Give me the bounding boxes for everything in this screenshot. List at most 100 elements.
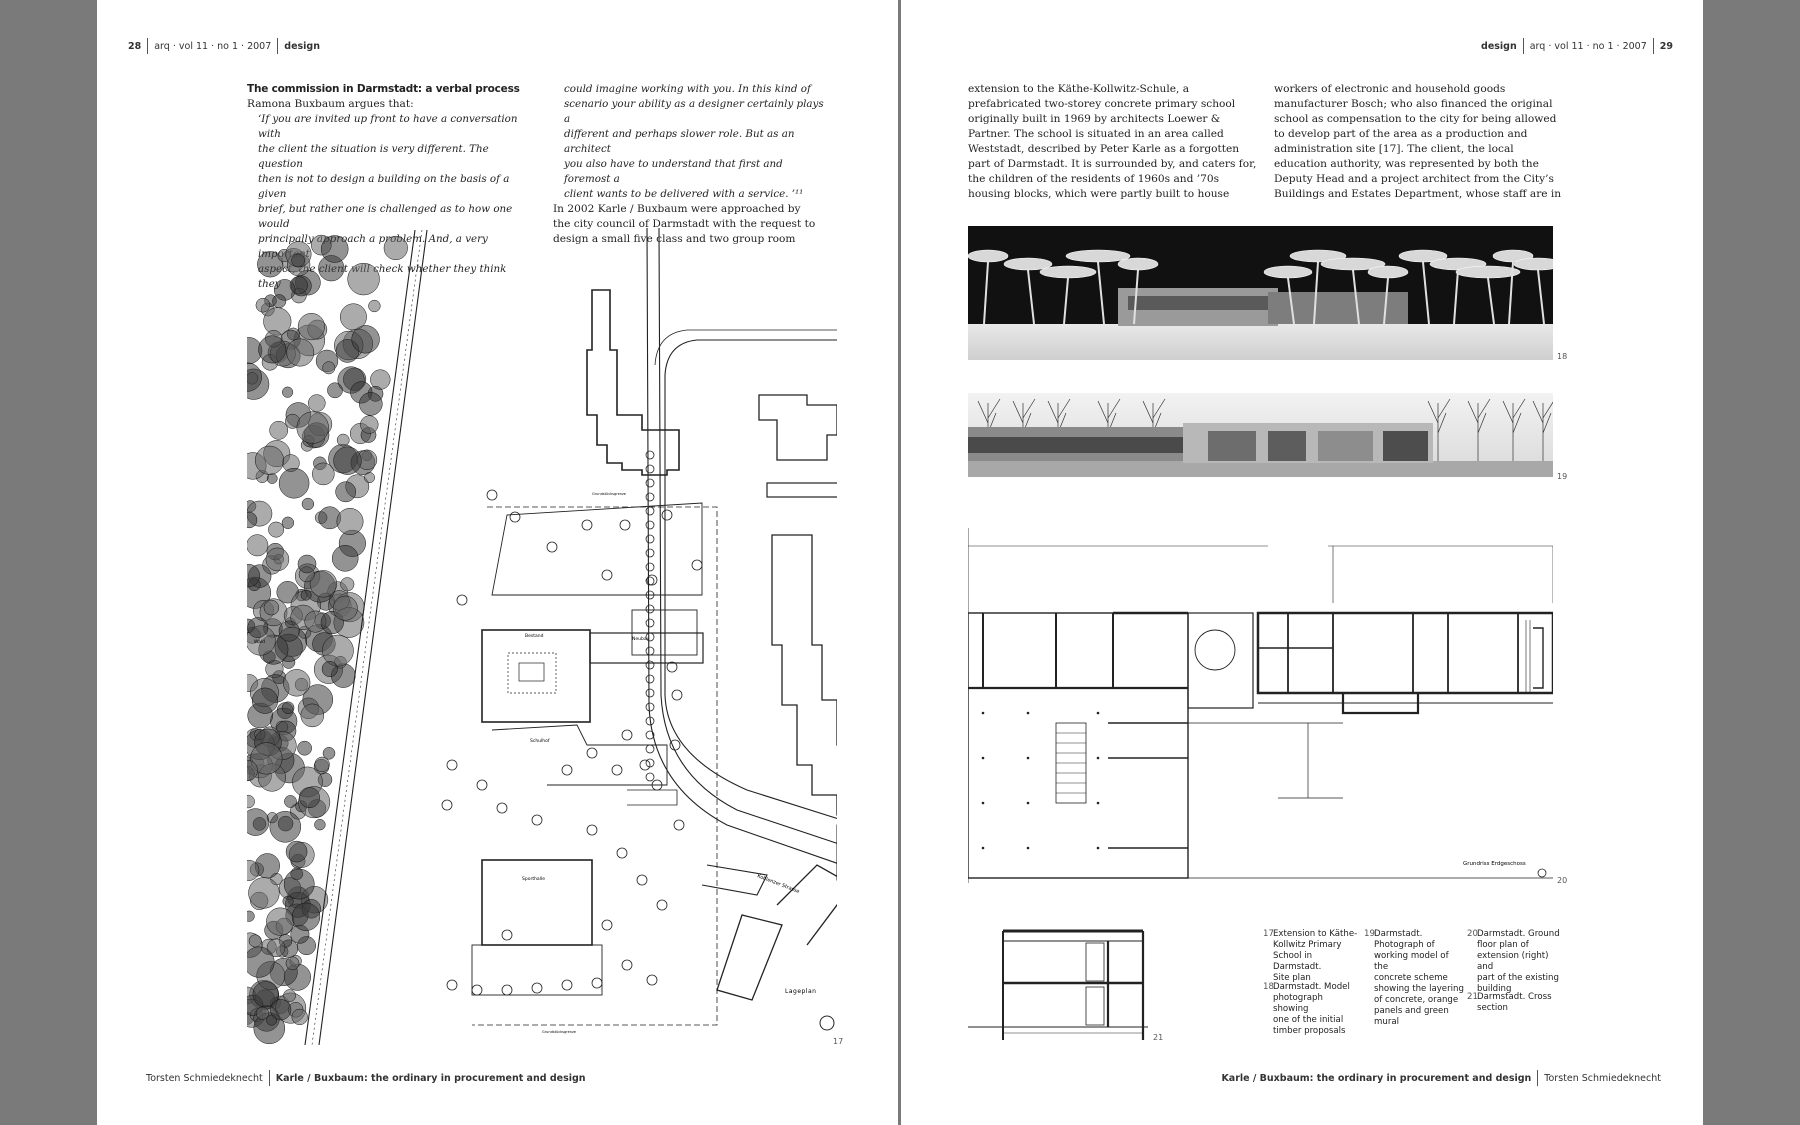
tree-icon [266,473,278,484]
left-page-number: 28 [128,40,142,52]
tree-icon [300,589,312,601]
street-tree-icon [645,772,655,782]
street-tree-icon [645,744,655,754]
planting-circle [661,509,673,521]
body-line: education authority, was represented by … [1274,158,1539,170]
tree-icon [383,235,408,261]
street-tree-icon [645,716,655,726]
tree-icon [268,521,285,538]
caption-line: building [1477,984,1512,994]
body-line: part of Darmstadt. It is surrounded by, … [968,158,1257,170]
caption-line: Photograph of [1374,940,1435,950]
tree-icon [247,511,258,529]
floor-plan-linework [968,528,1553,883]
tree-icon [281,701,295,715]
planting-circle [456,594,468,606]
plan-label-neubau: Neubau [632,636,650,642]
column-dot [1026,846,1030,850]
street-tree-icon [645,632,655,642]
quote-line: brief, but rather one is challenged as t… [258,203,513,230]
tree-icon [266,938,286,958]
right-text-column-2: workers of electronic and household good… [1274,82,1564,202]
plan-label-lageplan: Lageplan [785,988,816,995]
plan-label-schulhof: Schulhof [530,738,550,744]
tree-icon [284,795,297,808]
caption-line: School in Darmstadt. [1273,951,1322,972]
tree-icon [247,759,258,782]
caption-number: 19 [1364,929,1375,939]
plan-title-label: Grundriss Erdgeschoss [1463,861,1526,867]
body-line: design a small five class and two group … [553,233,796,245]
model-photograph-concrete [968,393,1553,477]
column-dot [1096,756,1100,760]
tree-icon [359,392,383,416]
caption-18: 18 Darmstadt. Model photograph showing o… [1263,982,1358,1037]
body-line: the children of the residents of 1960s a… [968,173,1220,185]
canopy-stem [1422,261,1430,325]
column-dot [981,846,985,850]
tree-icon [312,462,335,486]
right-running-header: design arq · vol 11 · no 1 · 2007 29 [1481,38,1673,54]
tree-icon [299,787,320,809]
plan-label-bestand: Bestand [525,633,544,639]
tree-icon [282,895,294,907]
canopy-roof [1289,249,1347,263]
quote-line: client wants to be delivered with a serv… [564,188,804,200]
street-tree-icon [645,492,655,502]
canopy-roof [1065,249,1131,263]
bare-tree-icon [1532,400,1553,463]
bare-tree-icon [1427,398,1451,463]
tree-icon [368,299,381,313]
planting-circle [471,984,483,996]
tree-icon [351,325,380,354]
section-linework [968,929,1148,1040]
footer-title: Karle / Buxbaum: the ordinary in procure… [1221,1072,1532,1084]
tree-icon [336,433,350,447]
body-line: prefabricated two-storey concrete primar… [968,98,1236,110]
right-page: design arq · vol 11 · no 1 · 2007 29 ext… [901,0,1703,1125]
tree-icon [333,446,362,475]
tree-icon [308,394,326,412]
quote-line: could imagine working with you. In this … [564,83,811,95]
street-tree-icon [645,576,655,586]
tree-icon [247,617,269,638]
street-tree-icon [645,604,655,614]
footer-author: Torsten Schmiedeknecht [146,1072,263,1084]
canopy-stem [1313,261,1319,325]
caption-line: Darmstadt. Ground [1477,929,1560,939]
planting-circle [636,874,648,886]
planting-circle [446,979,458,991]
journal-issue: arq · vol 11 · no 1 · 2007 [154,40,272,52]
north-arrow-icon [1537,868,1547,878]
canopy-roof [968,249,1009,263]
planting-circle [666,661,678,673]
planting-circle [561,979,573,991]
header-divider [147,38,149,54]
tree-icon [265,547,290,572]
tree-icon [314,756,330,773]
tree-icon [254,853,280,879]
planting-circle [646,974,658,986]
footer-divider [268,1070,270,1086]
planting-circle [546,541,558,553]
column-dot [1026,711,1030,715]
tree-icon [248,934,262,948]
planting-circle [501,929,513,941]
tree-icon [314,819,326,831]
caption-number: 17 [1263,929,1274,939]
caption-line: Extension to Käthe- [1273,929,1358,939]
caption-line: photograph showing [1273,993,1323,1014]
caption-line: floor plan of [1477,940,1529,950]
planting-circle [621,729,633,741]
figure-number-18: 18 [1557,352,1568,361]
body-line: In 2002 Karle / Buxbaum were approached … [553,203,801,215]
tree-icon [247,563,260,588]
planting-circle [601,919,613,931]
tree-icon [291,1008,308,1026]
ground-floor-plan: Grundriss Erdgeschoss [968,528,1553,883]
street-tree-icon [645,702,655,712]
planting-circle [621,959,633,971]
column-dot [981,711,985,715]
left-page: 28 arq · vol 11 · no 1 · 2007 design The… [97,0,898,1125]
tree-icon [301,497,315,511]
